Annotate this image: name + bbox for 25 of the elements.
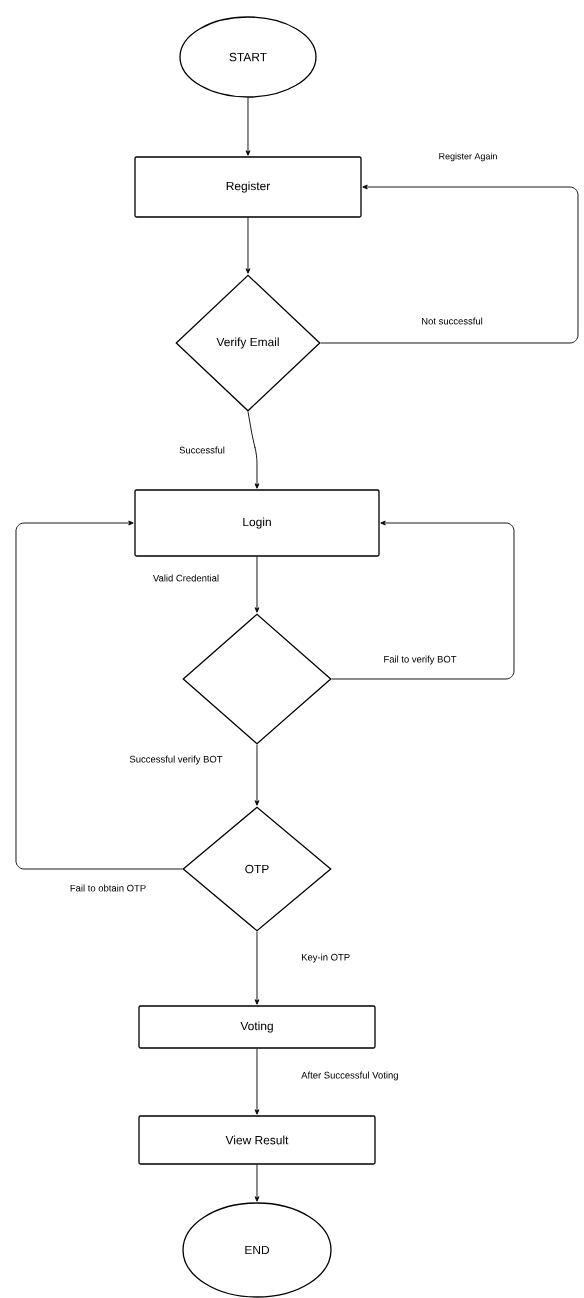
edge-label: Successful verify BOT: [129, 755, 223, 765]
edge-label: Fail to verify BOT: [384, 655, 457, 665]
edge-label: Not successful: [422, 317, 483, 325]
arrow: [331, 520, 515, 680]
process-box: Voting: [138, 1005, 376, 1049]
decision-diamond: [182, 613, 332, 745]
edge-label: Fail to obtain OTP: [70, 884, 146, 892]
arrow: [245, 217, 251, 274]
arrow: [254, 1164, 260, 1202]
edge-label: Successful: [179, 446, 225, 454]
arrow: [15, 520, 183, 870]
note-label: Register Again: [439, 152, 497, 162]
process-box: Login: [134, 489, 380, 557]
arrow: [254, 556, 260, 613]
arrow: [254, 1048, 260, 1115]
arrow: [254, 744, 260, 806]
edge-label: Key-in OTP: [302, 953, 350, 963]
edge-label: After Successful Voting: [301, 1071, 398, 1081]
arrow: [247, 411, 260, 489]
process-box: Register: [134, 156, 362, 218]
arrow: [245, 97, 251, 156]
arrow: [320, 184, 579, 344]
process-box: View Result: [138, 1115, 376, 1165]
arrow: [254, 931, 260, 1005]
edge-label: Valid Credential: [153, 574, 219, 582]
